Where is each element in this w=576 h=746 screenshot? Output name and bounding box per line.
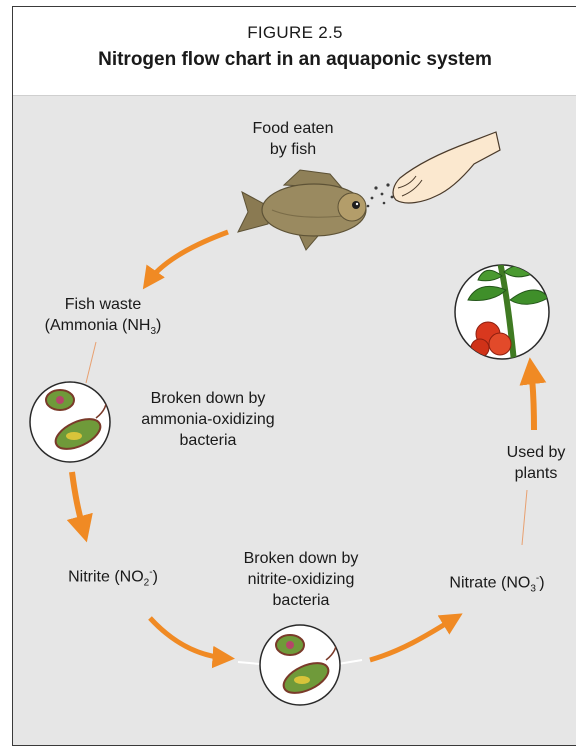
label-text: Used by: [496, 442, 576, 463]
arrow-nitrate-to-plants: [531, 368, 534, 430]
arrow-food-to-waste: [148, 232, 228, 282]
fish-illustration: [238, 170, 366, 250]
label-text: ammonia-oxidizing: [124, 409, 292, 430]
label-nitrite: Nitrite (NO2-): [48, 562, 178, 594]
flow-diagram: [0, 0, 576, 731]
label-text: plants: [496, 463, 576, 484]
arrow-bacteria-to-nitrate: [370, 618, 455, 660]
label-text: Food eaten: [228, 118, 358, 139]
label-text: Broken down by: [226, 548, 376, 569]
label-nitrite-oxidizing: Broken down by nitrite-oxidizing bacteri…: [226, 548, 376, 611]
connector-line: [86, 342, 96, 383]
connector-line: [238, 662, 260, 664]
label-text: bacteria: [226, 590, 376, 611]
arrow-nitrite-to-bacteria: [150, 618, 226, 658]
connector-line: [522, 490, 527, 545]
label-text: by fish: [228, 139, 358, 160]
label-text: nitrite-oxidizing: [226, 569, 376, 590]
label-ammonia-oxidizing: Broken down by ammonia-oxidizing bacteri…: [124, 388, 292, 451]
hand-illustration: [393, 132, 500, 203]
connector-line: [338, 660, 362, 664]
label-nitrate: Nitrate (NO3-): [432, 568, 562, 600]
label-text: Broken down by: [124, 388, 292, 409]
nitrite-bacteria-icon: [260, 625, 340, 705]
label-text: (Ammonia (NH3): [28, 315, 178, 342]
arrow-ammonia-to-nitrite: [72, 472, 84, 532]
tomato-plant-icon: [455, 262, 549, 362]
ammonia-bacteria-icon: [30, 382, 110, 462]
label-text: bacteria: [124, 430, 292, 451]
label-used-by-plants: Used by plants: [496, 442, 576, 484]
label-fish-waste: Fish waste (Ammonia (NH3): [28, 294, 178, 342]
label-text: Fish waste: [28, 294, 178, 315]
label-food-eaten: Food eaten by fish: [228, 118, 358, 160]
